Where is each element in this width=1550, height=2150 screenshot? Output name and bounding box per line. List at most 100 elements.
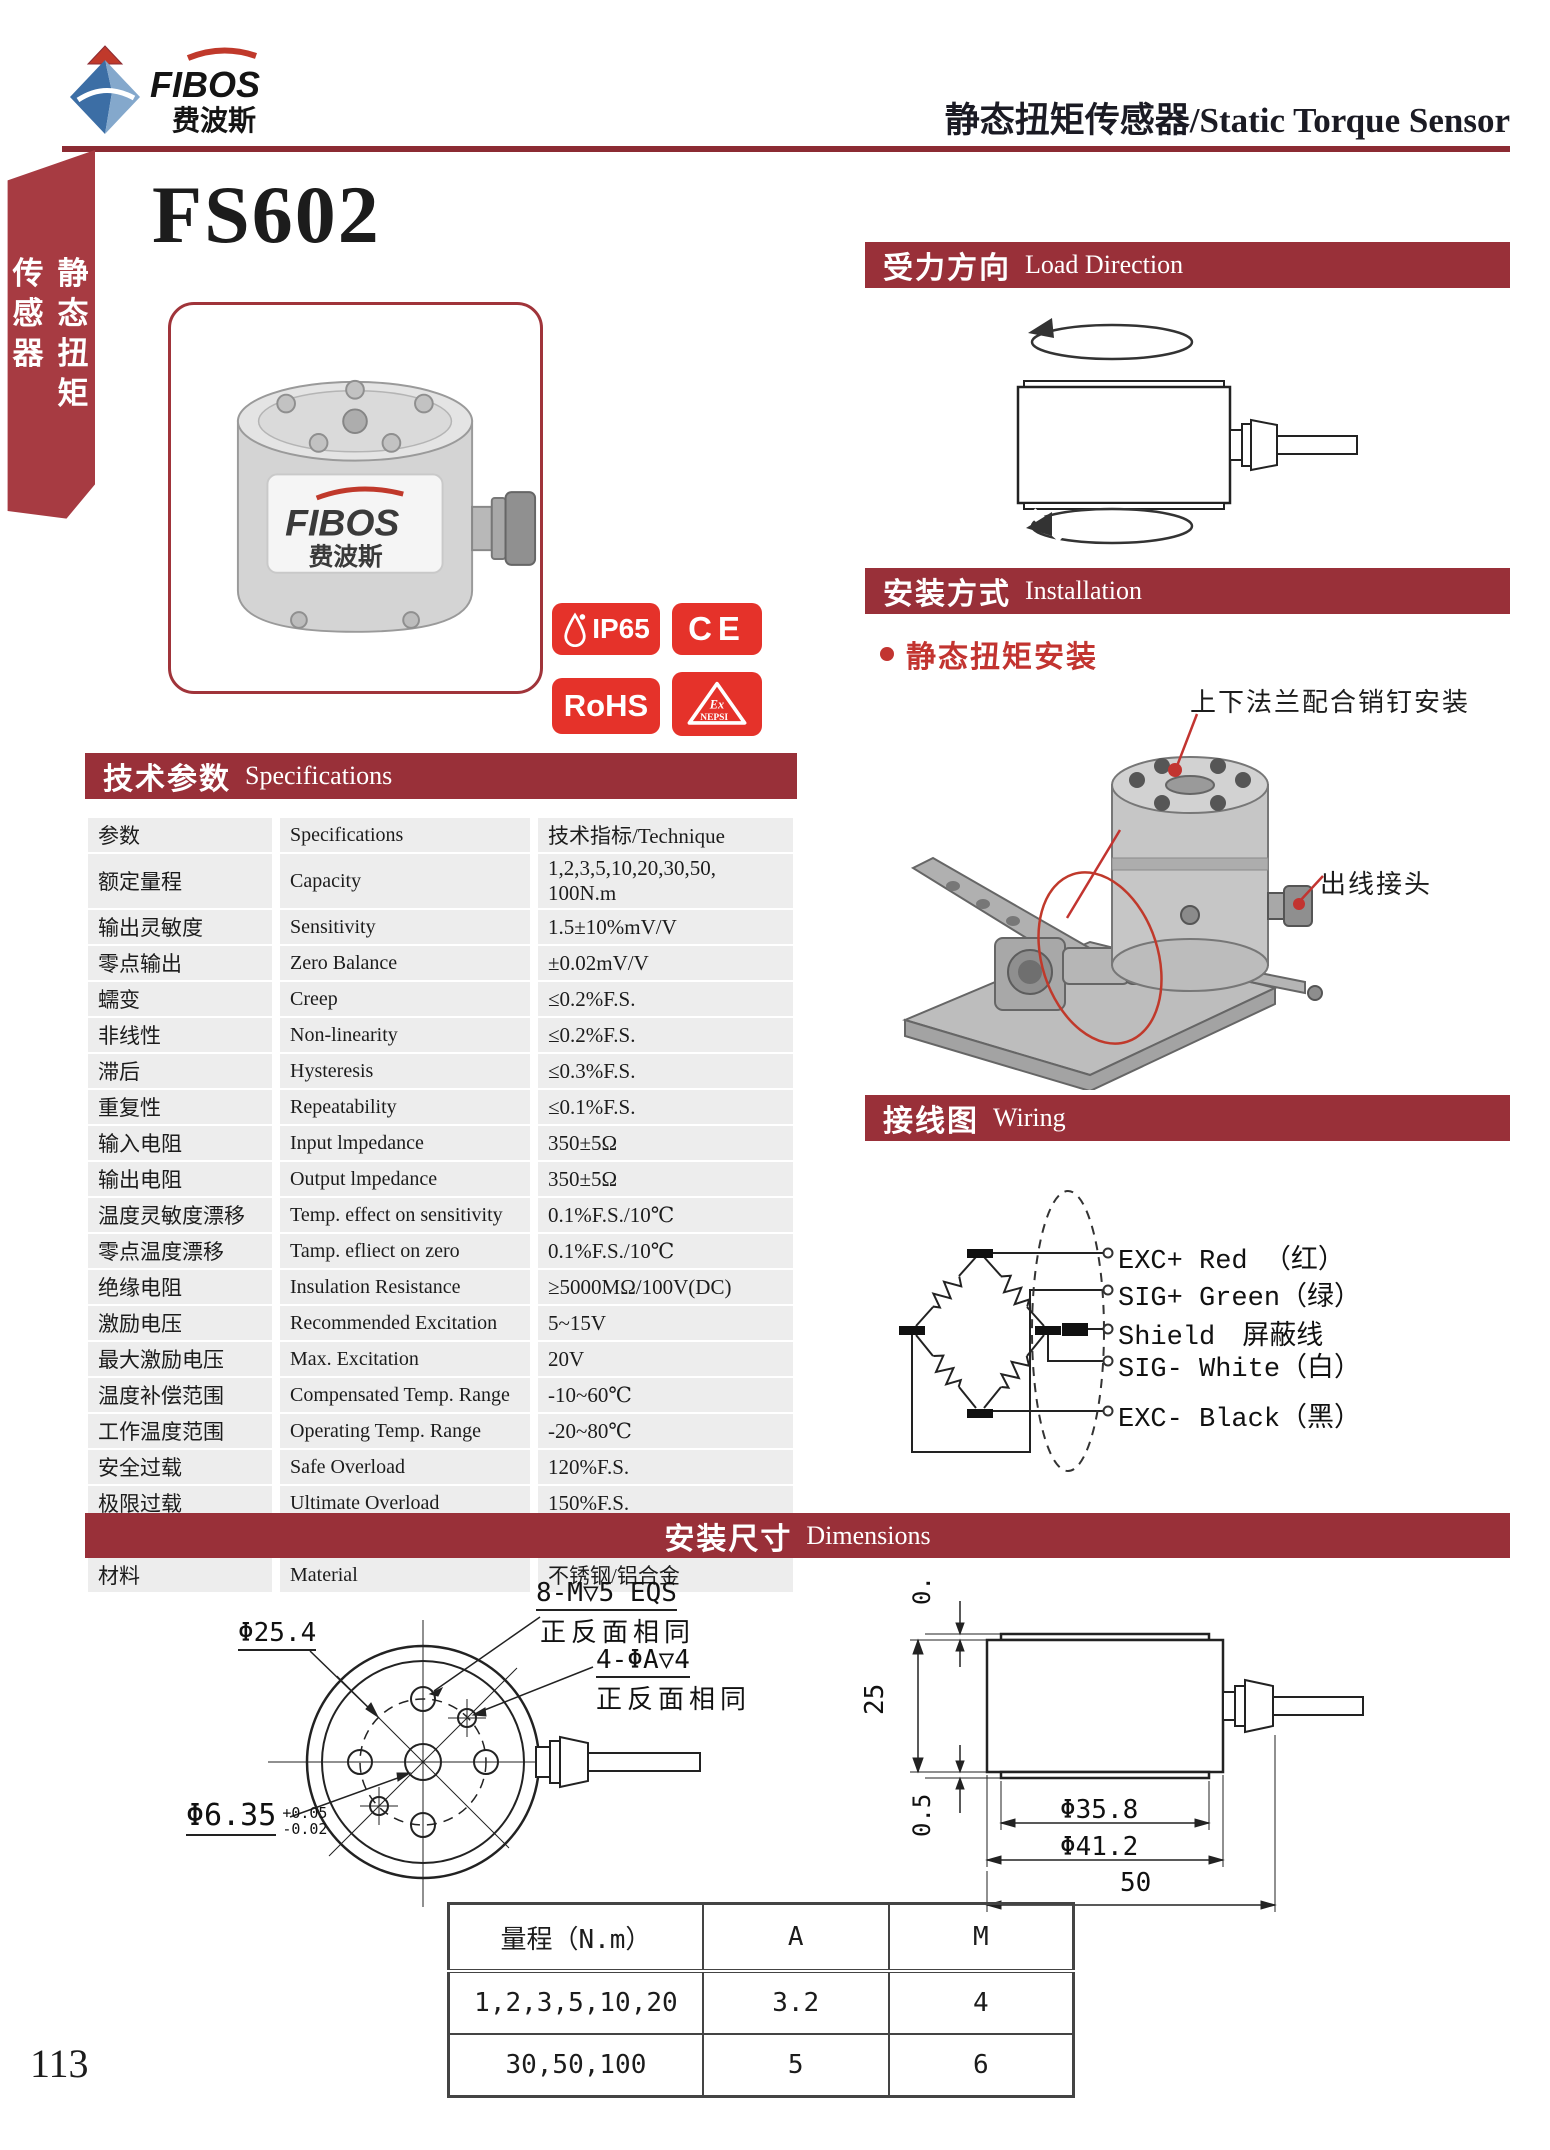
- svg-text:FIBOS: FIBOS: [285, 501, 399, 543]
- spec-cell: 不锈钢/铝合金: [538, 1558, 793, 1592]
- spec-cell: Material: [280, 1558, 530, 1592]
- spec-cell: Recommended Excitation: [280, 1306, 530, 1340]
- load-direction-banner: 受力方向 Load Direction: [865, 242, 1510, 288]
- dim-dia-outer: Φ41.2: [1060, 1832, 1139, 1862]
- range-table-cell: 1,2,3,5,10,20: [447, 1970, 704, 2035]
- spec-cell: 激励电压: [88, 1306, 272, 1340]
- spec-cell: 输入电阻: [88, 1126, 272, 1160]
- spec-cell: Non-linearity: [280, 1018, 530, 1052]
- spec-cell: 350±5Ω: [538, 1162, 793, 1196]
- spec-cell: Capacity: [280, 854, 530, 908]
- spec-cell: 安全过载: [88, 1450, 272, 1484]
- sidebar-ribbon: 静态扭矩传感器: [7, 150, 95, 519]
- spec-cell: 350±5Ω: [538, 1126, 793, 1160]
- installation-bullet: 静态扭矩安装: [880, 632, 1098, 676]
- spec-cell: 零点输出: [88, 946, 272, 980]
- dim-pin-note: 正反面相同: [596, 1685, 752, 1714]
- spec-cell: Creep: [280, 982, 530, 1016]
- callout-flange: 上下法兰配合销钉安装: [1190, 688, 1471, 717]
- spec-cell: 额定量程: [88, 854, 272, 908]
- spec-cell: -10~60℃: [538, 1378, 793, 1412]
- spec-cell: 0.1%F.S./10℃: [538, 1234, 793, 1268]
- sidebar-label: 静态扭矩传感器: [7, 256, 88, 417]
- spec-cell: Temp. effect on sensitivity: [280, 1198, 530, 1232]
- svg-text:NEPSI: NEPSI: [700, 713, 728, 723]
- spec-cell: 技术指标/Technique: [538, 818, 793, 852]
- range-table-cell: 4: [887, 1970, 1075, 2035]
- spec-cell: Operating Temp. Range: [280, 1414, 530, 1448]
- dimensions-banner: 安装尺寸 Dimensions: [85, 1513, 1510, 1558]
- spec-cell: Sensitivity: [280, 910, 530, 944]
- spec-cell: 材料: [88, 1558, 272, 1592]
- spec-cell: 工作温度范围: [88, 1414, 272, 1448]
- installation-diagram: [902, 713, 1324, 1090]
- spec-cell: Repeatability: [280, 1090, 530, 1124]
- wire-label: Shield 屏蔽线: [1118, 1323, 1324, 1353]
- dim-length: 50: [1120, 1868, 1152, 1898]
- bullet-dot-icon: [880, 647, 894, 661]
- spec-cell: Specifications: [280, 818, 530, 852]
- range-table-cell: A: [701, 1902, 890, 1973]
- spec-cell: ≤0.1%F.S.: [538, 1090, 793, 1124]
- spec-cell: Safe Overload: [280, 1450, 530, 1484]
- wiring-diagram: [899, 1190, 1114, 1472]
- installation-banner: 安装方式 Installation: [865, 568, 1510, 614]
- spec-cell: 参数: [88, 818, 272, 852]
- spec-cell: ≤0.3%F.S.: [538, 1054, 793, 1088]
- spec-cell: 重复性: [88, 1090, 272, 1124]
- badge-ce: CE: [672, 603, 762, 655]
- svg-text:费波斯: 费波斯: [172, 104, 256, 137]
- wiring-banner: 接线图 Wiring: [865, 1095, 1510, 1141]
- badge-rohs: RoHS: [552, 678, 660, 734]
- spec-cell: Hysteresis: [280, 1054, 530, 1088]
- spec-cell: ≥5000MΩ/100V(DC): [538, 1270, 793, 1304]
- wire-label: SIG- White（白）: [1118, 1355, 1362, 1385]
- spec-cell: Tamp. efliect on zero: [280, 1234, 530, 1268]
- spec-cell: Compensated Temp. Range: [280, 1378, 530, 1412]
- specs-banner: 技术参数 Specifications: [85, 753, 797, 799]
- spec-cell: 非线性: [88, 1018, 272, 1052]
- spec-cell: Insulation Resistance: [280, 1270, 530, 1304]
- range-table-cell: 量程（N.m）: [447, 1902, 704, 1973]
- spec-cell: Zero Balance: [280, 946, 530, 980]
- range-table-cell: 3.2: [701, 1970, 890, 2035]
- spec-cell: ≤0.2%F.S.: [538, 1018, 793, 1052]
- range-table-cell: 5: [701, 2033, 890, 2098]
- dim-bolt-circle: Φ25.4: [238, 1618, 317, 1651]
- spec-cell: Output lmpedance: [280, 1162, 530, 1196]
- range-table-cell: 30,50,100: [447, 2033, 704, 2098]
- page-title: 静态扭矩传感器/Static Torque Sensor: [944, 101, 1510, 140]
- dim-pin-hole: 4-ΦA▽4: [596, 1645, 690, 1678]
- range-table-cell: M: [887, 1902, 1075, 1973]
- svg-text:Ex: Ex: [709, 697, 724, 711]
- dim-thread: 8-M▽5 EQS: [536, 1578, 677, 1611]
- product-photo-frame: FIBOS 费波斯: [168, 302, 543, 694]
- wire-label: EXC+ Red （红）: [1118, 1247, 1345, 1277]
- side-view-drawing: 25 0.5 0.5: [860, 1575, 1364, 1912]
- spec-cell: 20V: [538, 1342, 793, 1376]
- spec-cell: 绝缘电阻: [88, 1270, 272, 1304]
- svg-text:0.5: 0.5: [908, 1575, 936, 1605]
- dim-dia-inner: Φ35.8: [1060, 1795, 1139, 1825]
- range-table-cell: 6: [887, 2033, 1075, 2098]
- spec-cell: -20~80℃: [538, 1414, 793, 1448]
- dim-thread-note: 正反面相同: [540, 1618, 696, 1647]
- svg-text:费波斯: 费波斯: [309, 542, 383, 571]
- model-title: FS602: [152, 169, 381, 260]
- dim-center-hole: Φ6.35+0.05-0.02: [186, 1798, 328, 1839]
